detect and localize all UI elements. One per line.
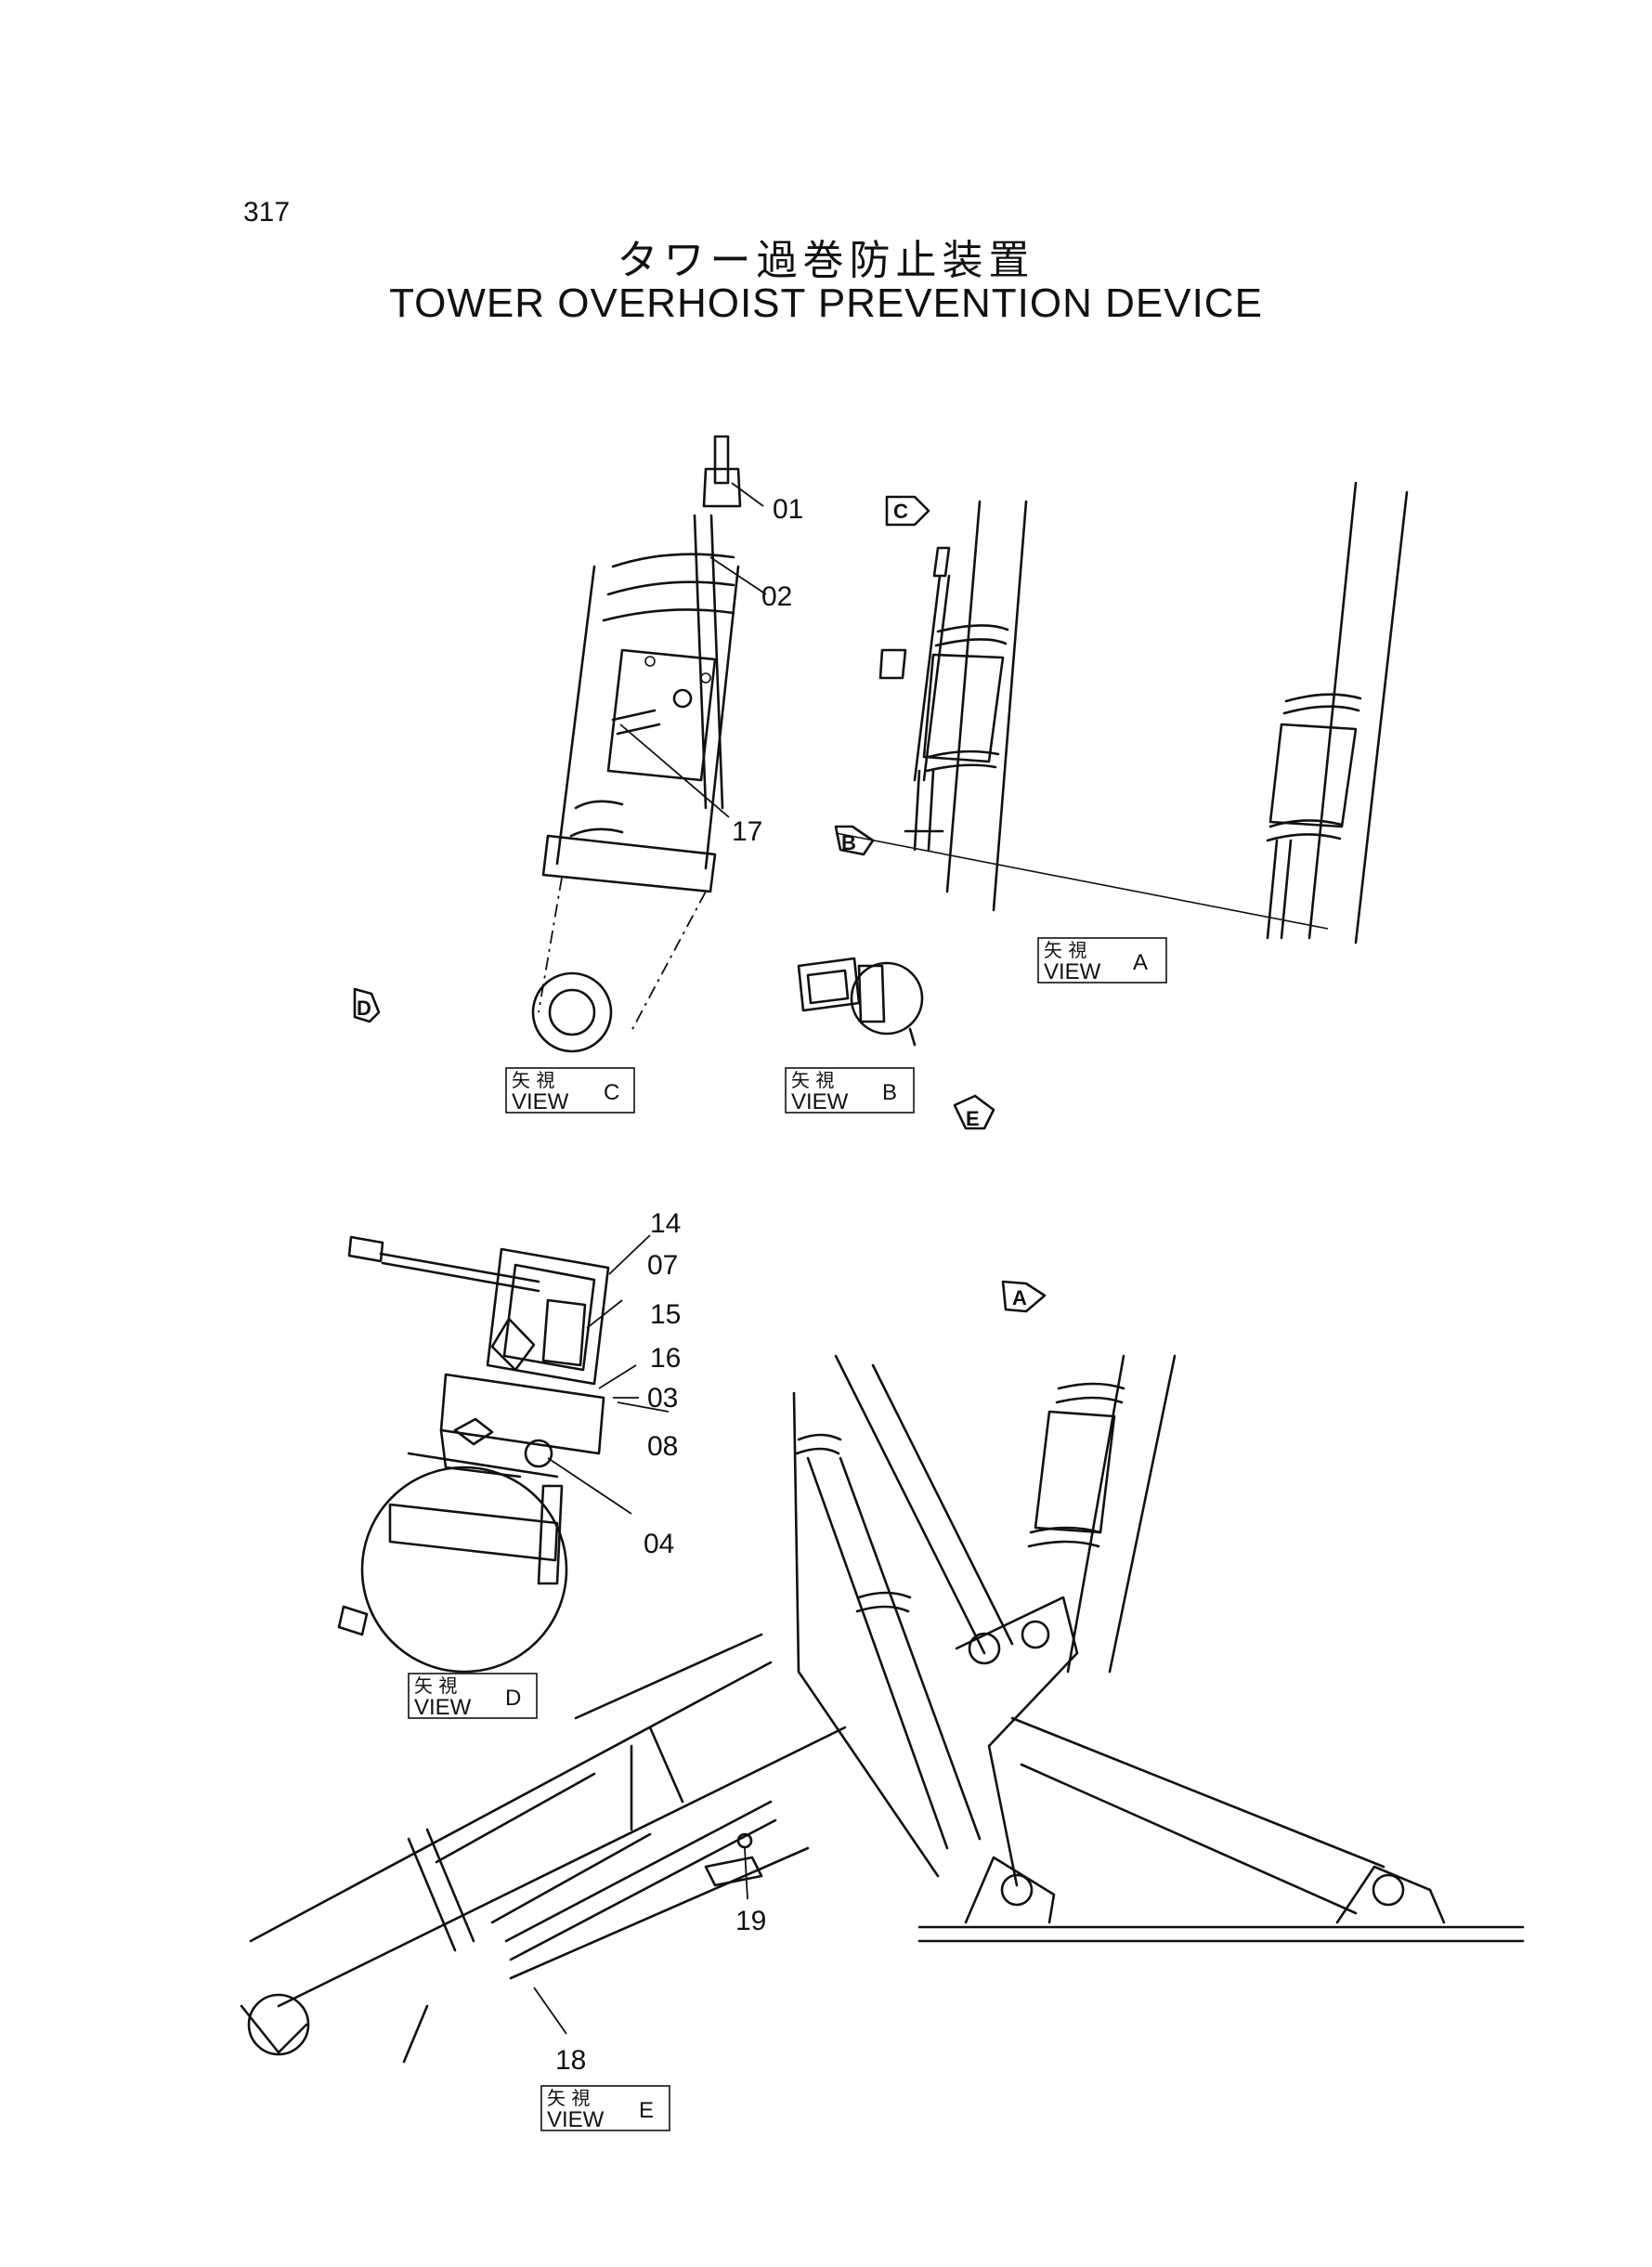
- part-number-03: 03: [647, 1383, 678, 1414]
- view-arrow-d: D: [353, 987, 381, 1023]
- svg-text:VIEW: VIEW: [1044, 959, 1101, 984]
- part-number-17: 17: [732, 816, 762, 847]
- part-number-04: 04: [644, 1529, 674, 1559]
- page-title-japanese: タワー過巻防止装置: [617, 237, 1035, 284]
- view-a-drawing: [835, 481, 1409, 945]
- part-number-15: 15: [650, 1299, 681, 1330]
- part-number-01: 01: [773, 494, 803, 525]
- view-arrow-a: A: [1001, 1280, 1047, 1313]
- part-number-16: 16: [650, 1343, 681, 1374]
- page-number: 317: [243, 197, 291, 228]
- part-number-14: 14: [650, 1208, 681, 1239]
- part-number-08: 08: [647, 1431, 678, 1462]
- view-b-drawing: [797, 957, 924, 1047]
- view-c-drawing: [531, 435, 742, 1053]
- svg-text:A: A: [1012, 1286, 1027, 1309]
- svg-text:E: E: [966, 1107, 980, 1130]
- svg-text:VIEW: VIEW: [414, 1695, 472, 1720]
- svg-text:矢 視: 矢 視: [791, 1069, 834, 1091]
- svg-text:D: D: [357, 997, 371, 1020]
- svg-text:D: D: [505, 1686, 521, 1711]
- view-label-e: 矢 視 VIEW E: [540, 2085, 670, 2132]
- svg-text:矢 視: 矢 視: [512, 1069, 554, 1091]
- page-title-english: TOWER OVERHOIST PREVENTION DEVICE: [389, 280, 1263, 326]
- part-number-07: 07: [647, 1250, 678, 1281]
- svg-text:矢 視: 矢 視: [414, 1674, 457, 1697]
- view-label-d: 矢 視 VIEW D: [408, 1673, 538, 1720]
- view-e-drawing: [240, 1633, 847, 2064]
- view-arrow-e: E: [953, 1094, 995, 1130]
- part-number-18: 18: [555, 2045, 586, 2076]
- part-number-19: 19: [735, 1906, 766, 1936]
- view-d-drawing: [337, 1235, 610, 1674]
- svg-text:B: B: [882, 1080, 897, 1105]
- view-label-a: 矢 視 VIEW A: [1037, 937, 1167, 984]
- svg-text:矢 視: 矢 視: [547, 2087, 590, 2109]
- view-arrow-b: B: [834, 825, 875, 856]
- svg-text:B: B: [841, 831, 856, 854]
- svg-text:VIEW: VIEW: [512, 1089, 569, 1114]
- leader-lines: [533, 482, 767, 2035]
- svg-text:A: A: [1133, 950, 1148, 975]
- part-number-02: 02: [761, 581, 792, 612]
- svg-text:E: E: [639, 2098, 654, 2123]
- svg-text:VIEW: VIEW: [791, 1089, 849, 1114]
- svg-text:C: C: [604, 1080, 619, 1105]
- overall-assembly-drawing: [792, 1354, 1525, 1943]
- view-label-b: 矢 視 VIEW B: [785, 1067, 915, 1114]
- svg-text:矢 視: 矢 視: [1044, 939, 1086, 961]
- view-label-c: 矢 視 VIEW C: [505, 1067, 635, 1114]
- svg-text:C: C: [893, 500, 908, 523]
- view-arrow-c: C: [885, 495, 930, 527]
- svg-text:VIEW: VIEW: [547, 2107, 605, 2132]
